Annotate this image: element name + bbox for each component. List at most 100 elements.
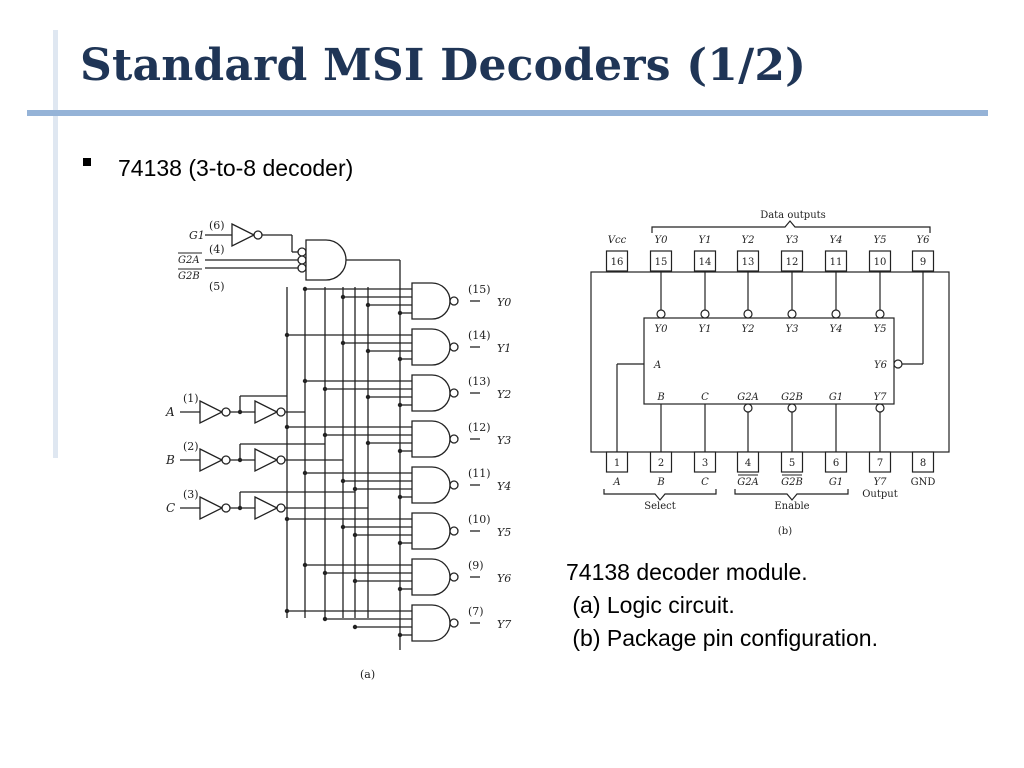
inversion-bubble xyxy=(700,309,710,319)
junction-dot xyxy=(397,540,403,546)
inversion-bubble xyxy=(449,296,459,306)
inversion-bubble xyxy=(449,572,459,582)
pin-label-5: (5) xyxy=(209,280,225,293)
bottom-pin-number: 8 xyxy=(920,458,926,469)
data-outputs-brace xyxy=(651,220,931,233)
output-group-label: Output xyxy=(862,489,898,500)
top-pin-name: Y5 xyxy=(874,235,887,246)
inversion-bubble xyxy=(449,388,459,398)
pin-label-select-3: (3) xyxy=(183,488,199,501)
logic-circuit-diagram: G1(6)(4)G2AG2B(5)A(1)B(2)C(3)(15)Y0(14)Y… xyxy=(165,219,511,681)
top-pin-number: 15 xyxy=(655,257,668,268)
top-pin-number: 9 xyxy=(920,257,926,268)
nand-gate-y6 xyxy=(411,558,451,596)
nand-gate-y4 xyxy=(411,466,451,504)
select-inverter-a xyxy=(199,399,224,425)
output-pin-label-0: (15) xyxy=(468,283,491,296)
inversion-bubble xyxy=(221,455,231,465)
bottom-pin-name: G2A xyxy=(737,477,759,488)
title-underline xyxy=(27,110,988,116)
inner-y6-label: Y6 xyxy=(874,360,888,371)
caption-line-3: (b) Package pin configuration. xyxy=(566,625,878,651)
output-label-y1: Y1 xyxy=(497,342,511,355)
inversion-bubble xyxy=(743,309,753,319)
junction-dot xyxy=(340,294,346,300)
enable-brace xyxy=(734,489,849,501)
inversion-bubble xyxy=(297,263,307,273)
bottom-pin-number: 5 xyxy=(789,458,795,469)
top-pin-name: Y2 xyxy=(742,235,755,246)
junction-dot xyxy=(397,310,403,316)
top-pin-name: Y6 xyxy=(917,235,931,246)
junction-dot xyxy=(302,378,308,384)
inner-a-label: A xyxy=(653,360,661,371)
decoder-block xyxy=(643,317,895,405)
output-pin-label-4: (11) xyxy=(468,467,491,480)
inversion-bubble xyxy=(787,309,797,319)
junction-dot xyxy=(284,332,290,338)
junction-dot xyxy=(365,440,371,446)
select-buffer-a xyxy=(254,399,279,425)
inversion-bubble xyxy=(449,526,459,536)
input-label-g2a: G2A xyxy=(178,255,200,266)
select-label-a: A xyxy=(165,405,175,419)
bottom-pin-box xyxy=(911,451,935,473)
bottom-pin-name: C xyxy=(701,477,709,488)
top-pin-name: Vcc xyxy=(608,235,627,246)
output-pin-label-6: (9) xyxy=(468,559,484,572)
junction-dot xyxy=(352,578,358,584)
junction-dot xyxy=(340,478,346,484)
bottom-pin-number: 7 xyxy=(877,458,883,469)
inversion-bubble xyxy=(276,455,286,465)
bottom-pin-name: G1 xyxy=(829,477,843,488)
input-label-g2b: G2B xyxy=(178,271,200,282)
output-label-y2: Y2 xyxy=(497,388,511,401)
output-label-y5: Y5 xyxy=(497,526,511,539)
inner-output-label: Y0 xyxy=(655,324,669,335)
inversion-bubble xyxy=(743,403,753,413)
junction-dot xyxy=(322,386,328,392)
caption-line-1: 74138 decoder module. xyxy=(566,559,808,585)
pin-label-4: (4) xyxy=(209,243,225,256)
select-inverter-b xyxy=(199,447,224,473)
figure-label-b: (b) xyxy=(778,526,792,537)
junction-dot xyxy=(365,348,371,354)
output-pin-label-7: (7) xyxy=(468,605,484,618)
junction-dot xyxy=(397,586,403,592)
inversion-bubble xyxy=(449,434,459,444)
slide-left-accent-bar xyxy=(53,30,58,458)
junction-dot xyxy=(352,532,358,538)
bottom-pin-name: GND xyxy=(911,477,936,488)
bottom-pin-number: 1 xyxy=(614,458,620,469)
nand-gate-y3 xyxy=(411,420,451,458)
inversion-bubble xyxy=(893,359,903,369)
inversion-bubble xyxy=(831,309,841,319)
inversion-bubble xyxy=(297,255,307,265)
inner-bottom-label: C xyxy=(701,392,709,403)
inner-bottom-label: Y7 xyxy=(874,392,888,403)
top-pin-number: 16 xyxy=(611,257,624,268)
junction-dot xyxy=(284,608,290,614)
inversion-bubble xyxy=(221,407,231,417)
junction-dot xyxy=(365,302,371,308)
package-pin-diagram: Data outputs16Vcc1A15Y02B14Y13C13Y24G2A1… xyxy=(590,210,950,537)
inversion-bubble xyxy=(449,342,459,352)
inversion-bubble xyxy=(449,618,459,628)
nand-gate-y1 xyxy=(411,328,451,366)
enable-and-gate xyxy=(305,239,347,281)
junction-dot xyxy=(352,486,358,492)
bottom-pin-name: A xyxy=(612,477,620,488)
junction-dot xyxy=(237,409,243,415)
output-pin-label-5: (10) xyxy=(468,513,491,526)
output-label-y0: Y0 xyxy=(497,296,511,309)
inversion-bubble xyxy=(276,503,286,513)
top-pin-name: Y1 xyxy=(699,235,712,246)
slide-title: Standard MSI Decoders (1/2) xyxy=(80,40,807,91)
select-inverter-c xyxy=(199,495,224,521)
inversion-bubble xyxy=(875,309,885,319)
inner-bottom-label: G2B xyxy=(781,392,803,403)
bottom-pin-number: 2 xyxy=(658,458,664,469)
select-label-b: B xyxy=(165,453,175,467)
top-pin-name: Y4 xyxy=(830,235,843,246)
pin-label-select-2: (2) xyxy=(183,440,199,453)
